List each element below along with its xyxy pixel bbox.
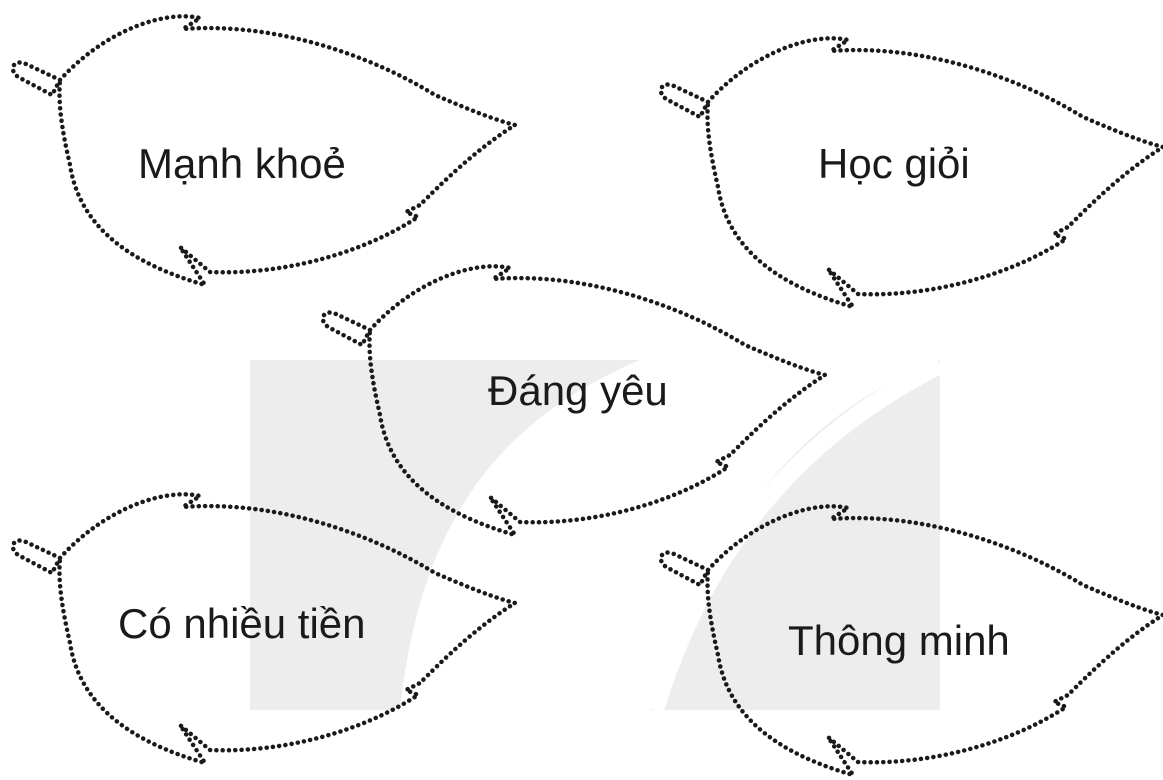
- leaf-manh-khoe: Mạnh khoẻ: [13, 16, 515, 285]
- leaf-dang-yeu: Đáng yêu: [323, 266, 825, 535]
- leaf-thong-minh: Thông minh: [661, 506, 1163, 775]
- watermark-left-inner: [250, 553, 395, 700]
- leaf-label: Có nhiều tiền: [118, 600, 366, 647]
- watermark-swoosh: [646, 356, 945, 713]
- watermark-logo: [250, 356, 945, 713]
- leaf-label: Đáng yêu: [488, 367, 668, 414]
- leaf-hoc-gioi: Học giỏi: [661, 38, 1163, 307]
- leaf-co-nhieu-tien: Có nhiều tiền: [13, 494, 515, 763]
- watermark-right-shape: [650, 360, 940, 710]
- leaf-label: Học giỏi: [818, 140, 970, 187]
- leaf-label: Mạnh khoẻ: [138, 140, 346, 187]
- leaf-label: Thông minh: [788, 617, 1010, 664]
